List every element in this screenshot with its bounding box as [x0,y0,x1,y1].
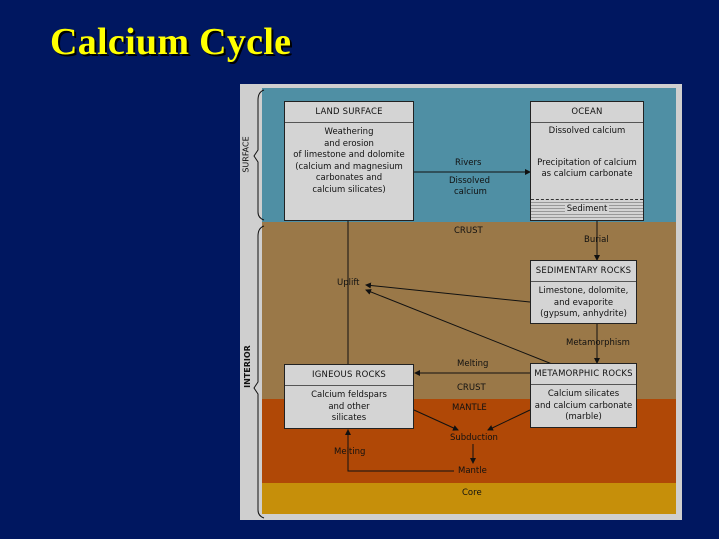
sediment-label: Sediment [564,204,610,214]
core-label: Core [462,488,482,498]
melting-label-top: Melting [457,359,489,369]
box-line: Limestone, dolomite, [538,286,629,296]
metamorphic-rocks-header: METAMORPHIC ROCKS [531,364,636,385]
metamorphic-rocks-box: METAMORPHIC ROCKS Calcium silicates and … [530,363,637,428]
ocean-box: OCEAN Dissolved calcium Precipitation of… [530,101,644,221]
land-surface-box: LAND SURFACE Weathering and erosion of l… [284,101,414,221]
slide-title: Calcium Cycle [50,21,292,63]
dissolved-calcium-label: Dissolved [449,176,490,186]
melting-label-left: Melting [334,447,366,457]
sedimentary-rocks-box: SEDIMENTARY ROCKS Limestone, dolomite, a… [530,260,637,324]
burial-label: Burial [584,235,609,245]
rivers-label: Rivers [455,158,482,168]
dissolved-calcium-label-2: calcium [454,187,487,197]
box-line: (calcium and magnesium [295,161,403,172]
sedimentary-rocks-header: SEDIMENTARY ROCKS [531,261,636,282]
uplift-label: Uplift [337,278,360,288]
mantle-layer-label: MANTLE [452,403,487,413]
igneous-rocks-header: IGNEOUS ROCKS [285,365,413,386]
box-line: (gypsum, anhydrite) [540,309,627,319]
box-line: Calcium silicates [547,389,620,399]
igneous-rocks-box: IGNEOUS ROCKS Calcium feldspars and othe… [284,364,414,429]
interior-side-label: INTERIOR [242,345,252,388]
box-line: as calcium carbonate [541,169,633,179]
core-layer [262,483,676,514]
box-line: and other [328,401,370,412]
box-line: Weathering [324,127,374,137]
box-line: Precipitation of calcium [537,157,637,168]
box-line: of limestone and dolomite [293,150,405,160]
crust-lower-label: CRUST [457,383,486,393]
box-line: and evaporite [553,297,614,308]
mantle-label: Mantle [458,466,487,476]
metamorphism-label: Metamorphism [566,338,630,348]
box-line: carbonates and [315,173,383,183]
land-surface-header: LAND SURFACE [285,102,413,123]
ocean-header: OCEAN [531,102,643,123]
subduction-label: Subduction [450,433,498,443]
box-line: Calcium feldspars [311,390,387,400]
crust-upper-label: CRUST [454,226,483,236]
surface-side-label: SURFACE [241,136,251,173]
box-line: silicates [331,413,367,423]
box-line: and calcium carbonate [534,400,633,411]
box-line: calcium silicates) [312,184,386,195]
sediment-band: Sediment [531,199,643,220]
box-line: (marble) [565,412,602,422]
box-line: Dissolved calcium [548,126,626,136]
box-line: and erosion [324,138,374,149]
